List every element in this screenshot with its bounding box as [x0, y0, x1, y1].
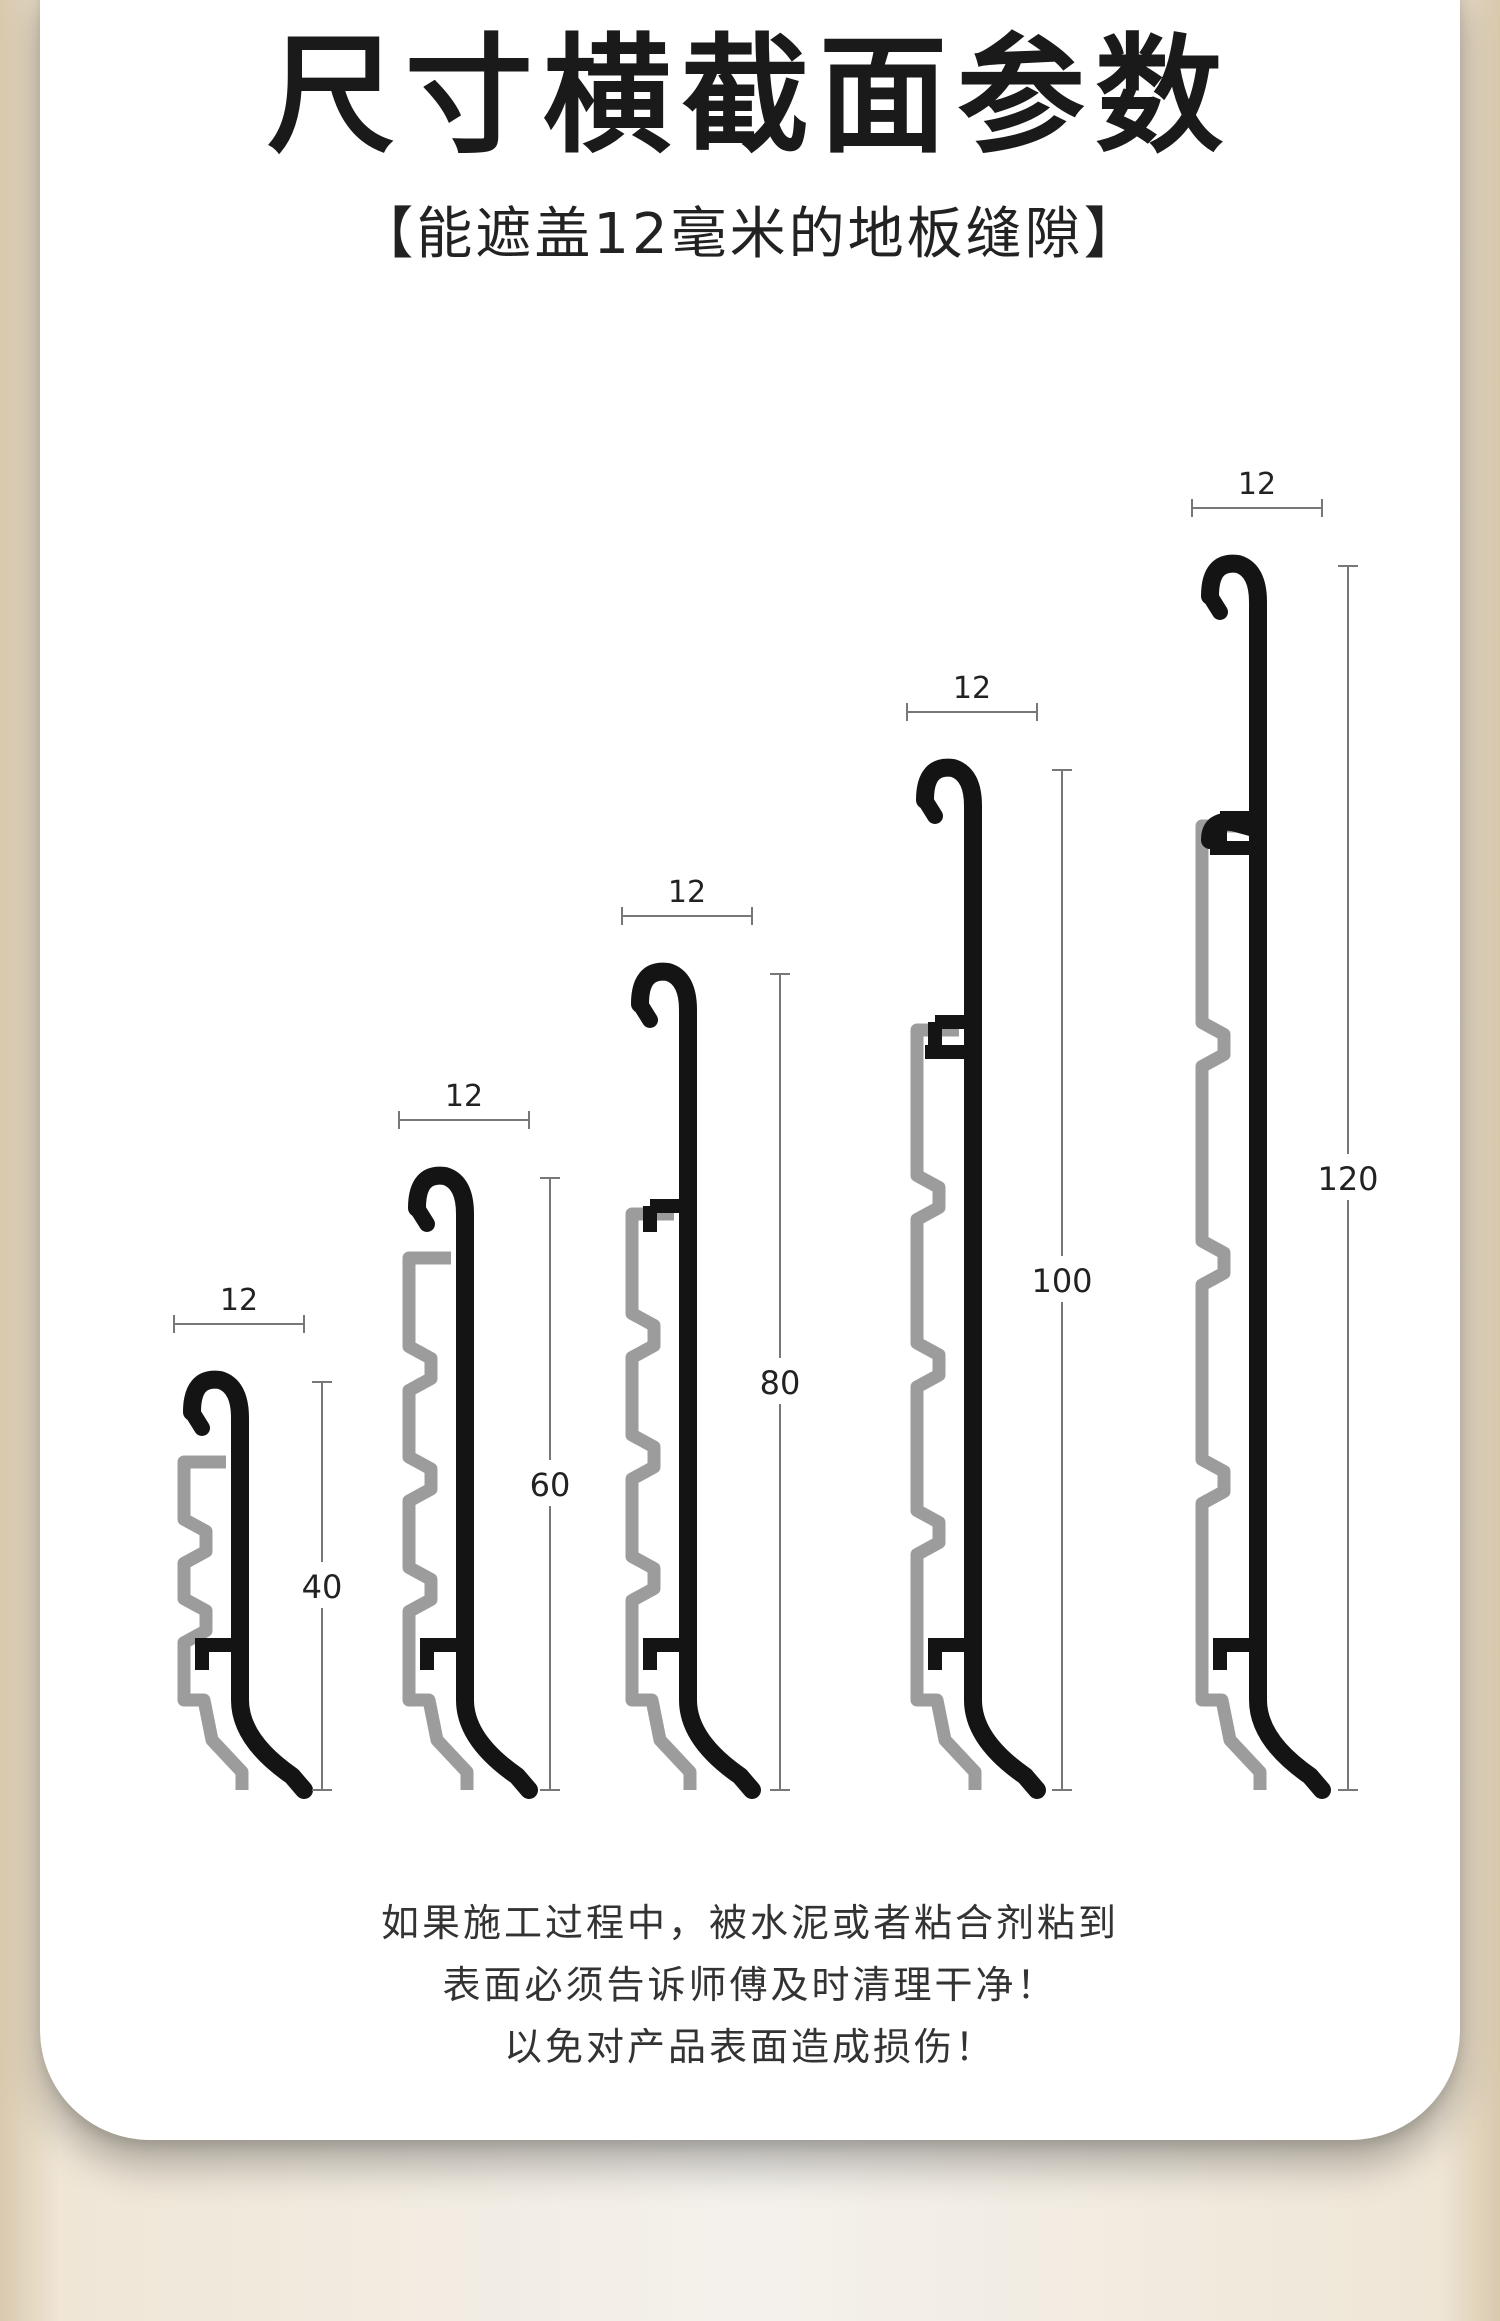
mounting-bracket: [625, 1207, 697, 1790]
page-subtitle: 【能遮盖12毫米的地板缝隙】: [357, 202, 1143, 267]
skirting-profile: [408, 1166, 538, 1799]
profile-100: 12 100: [906, 671, 1094, 1799]
skirting-profile: [631, 962, 761, 1799]
skirting-profile: [916, 758, 1046, 1799]
height-label: 60: [530, 1466, 571, 1504]
care-note-line-3: 以免对产品表面造成损伤！: [503, 2025, 996, 2069]
profile-60: 12 60: [398, 1079, 582, 1799]
height-label-bg: [290, 1562, 354, 1608]
height-label-bg: [748, 1358, 812, 1404]
height-label: 80: [760, 1364, 801, 1402]
mounting-bracket: [402, 1251, 474, 1790]
profile-lip: [409, 1200, 435, 1232]
width-label: 12: [953, 671, 991, 706]
profile-40: 12 40: [173, 1283, 354, 1799]
profile-lip: [632, 996, 658, 1028]
profile-upper-tab: [643, 1199, 680, 1232]
profile-80: 12 80: [621, 875, 812, 1799]
profile-lip: [917, 792, 943, 824]
mounting-bracket: [910, 1023, 982, 1790]
width-label: 12: [1238, 467, 1276, 502]
skirting-profile: [183, 1370, 313, 1799]
page-title: 尺寸横截面参数: [266, 22, 1233, 171]
care-note-line-1: 如果施工过程中，被水泥或者粘合剂粘到: [380, 1901, 1119, 1945]
profile-clip-tab: [643, 1638, 680, 1670]
profile-clip-tab: [195, 1638, 232, 1670]
width-label: 12: [445, 1079, 483, 1114]
profile-clip-tab: [928, 1638, 965, 1670]
width-label: 12: [668, 875, 706, 910]
height-label: 100: [1031, 1262, 1092, 1300]
height-label: 40: [302, 1568, 343, 1606]
mounting-bracket: [177, 1455, 249, 1790]
height-label: 120: [1317, 1160, 1378, 1198]
profile-upper-tab: [928, 1015, 965, 1048]
height-label-bg: [518, 1460, 582, 1506]
height-label-bg: [1030, 1256, 1094, 1302]
care-notes: 如果施工过程中，被水泥或者粘合剂粘到 表面必须告诉师傅及时清理干净！ 以免对产品…: [0, 1892, 1500, 2078]
profile-clip-tab: [1213, 1638, 1250, 1670]
mounting-bracket: [1195, 819, 1267, 1790]
care-note-line-2: 表面必须告诉师傅及时清理干净！: [442, 1963, 1058, 2007]
width-label: 12: [220, 1283, 258, 1318]
skirting-profile: [1201, 554, 1331, 1799]
profile-lip: [184, 1404, 210, 1436]
profile-second-lip: [1201, 812, 1263, 849]
height-label-bg: [1316, 1154, 1380, 1200]
profile-120: 12 120: [1191, 467, 1380, 1799]
profile-clip-tab: [420, 1638, 457, 1670]
profile-lip: [1202, 588, 1228, 620]
